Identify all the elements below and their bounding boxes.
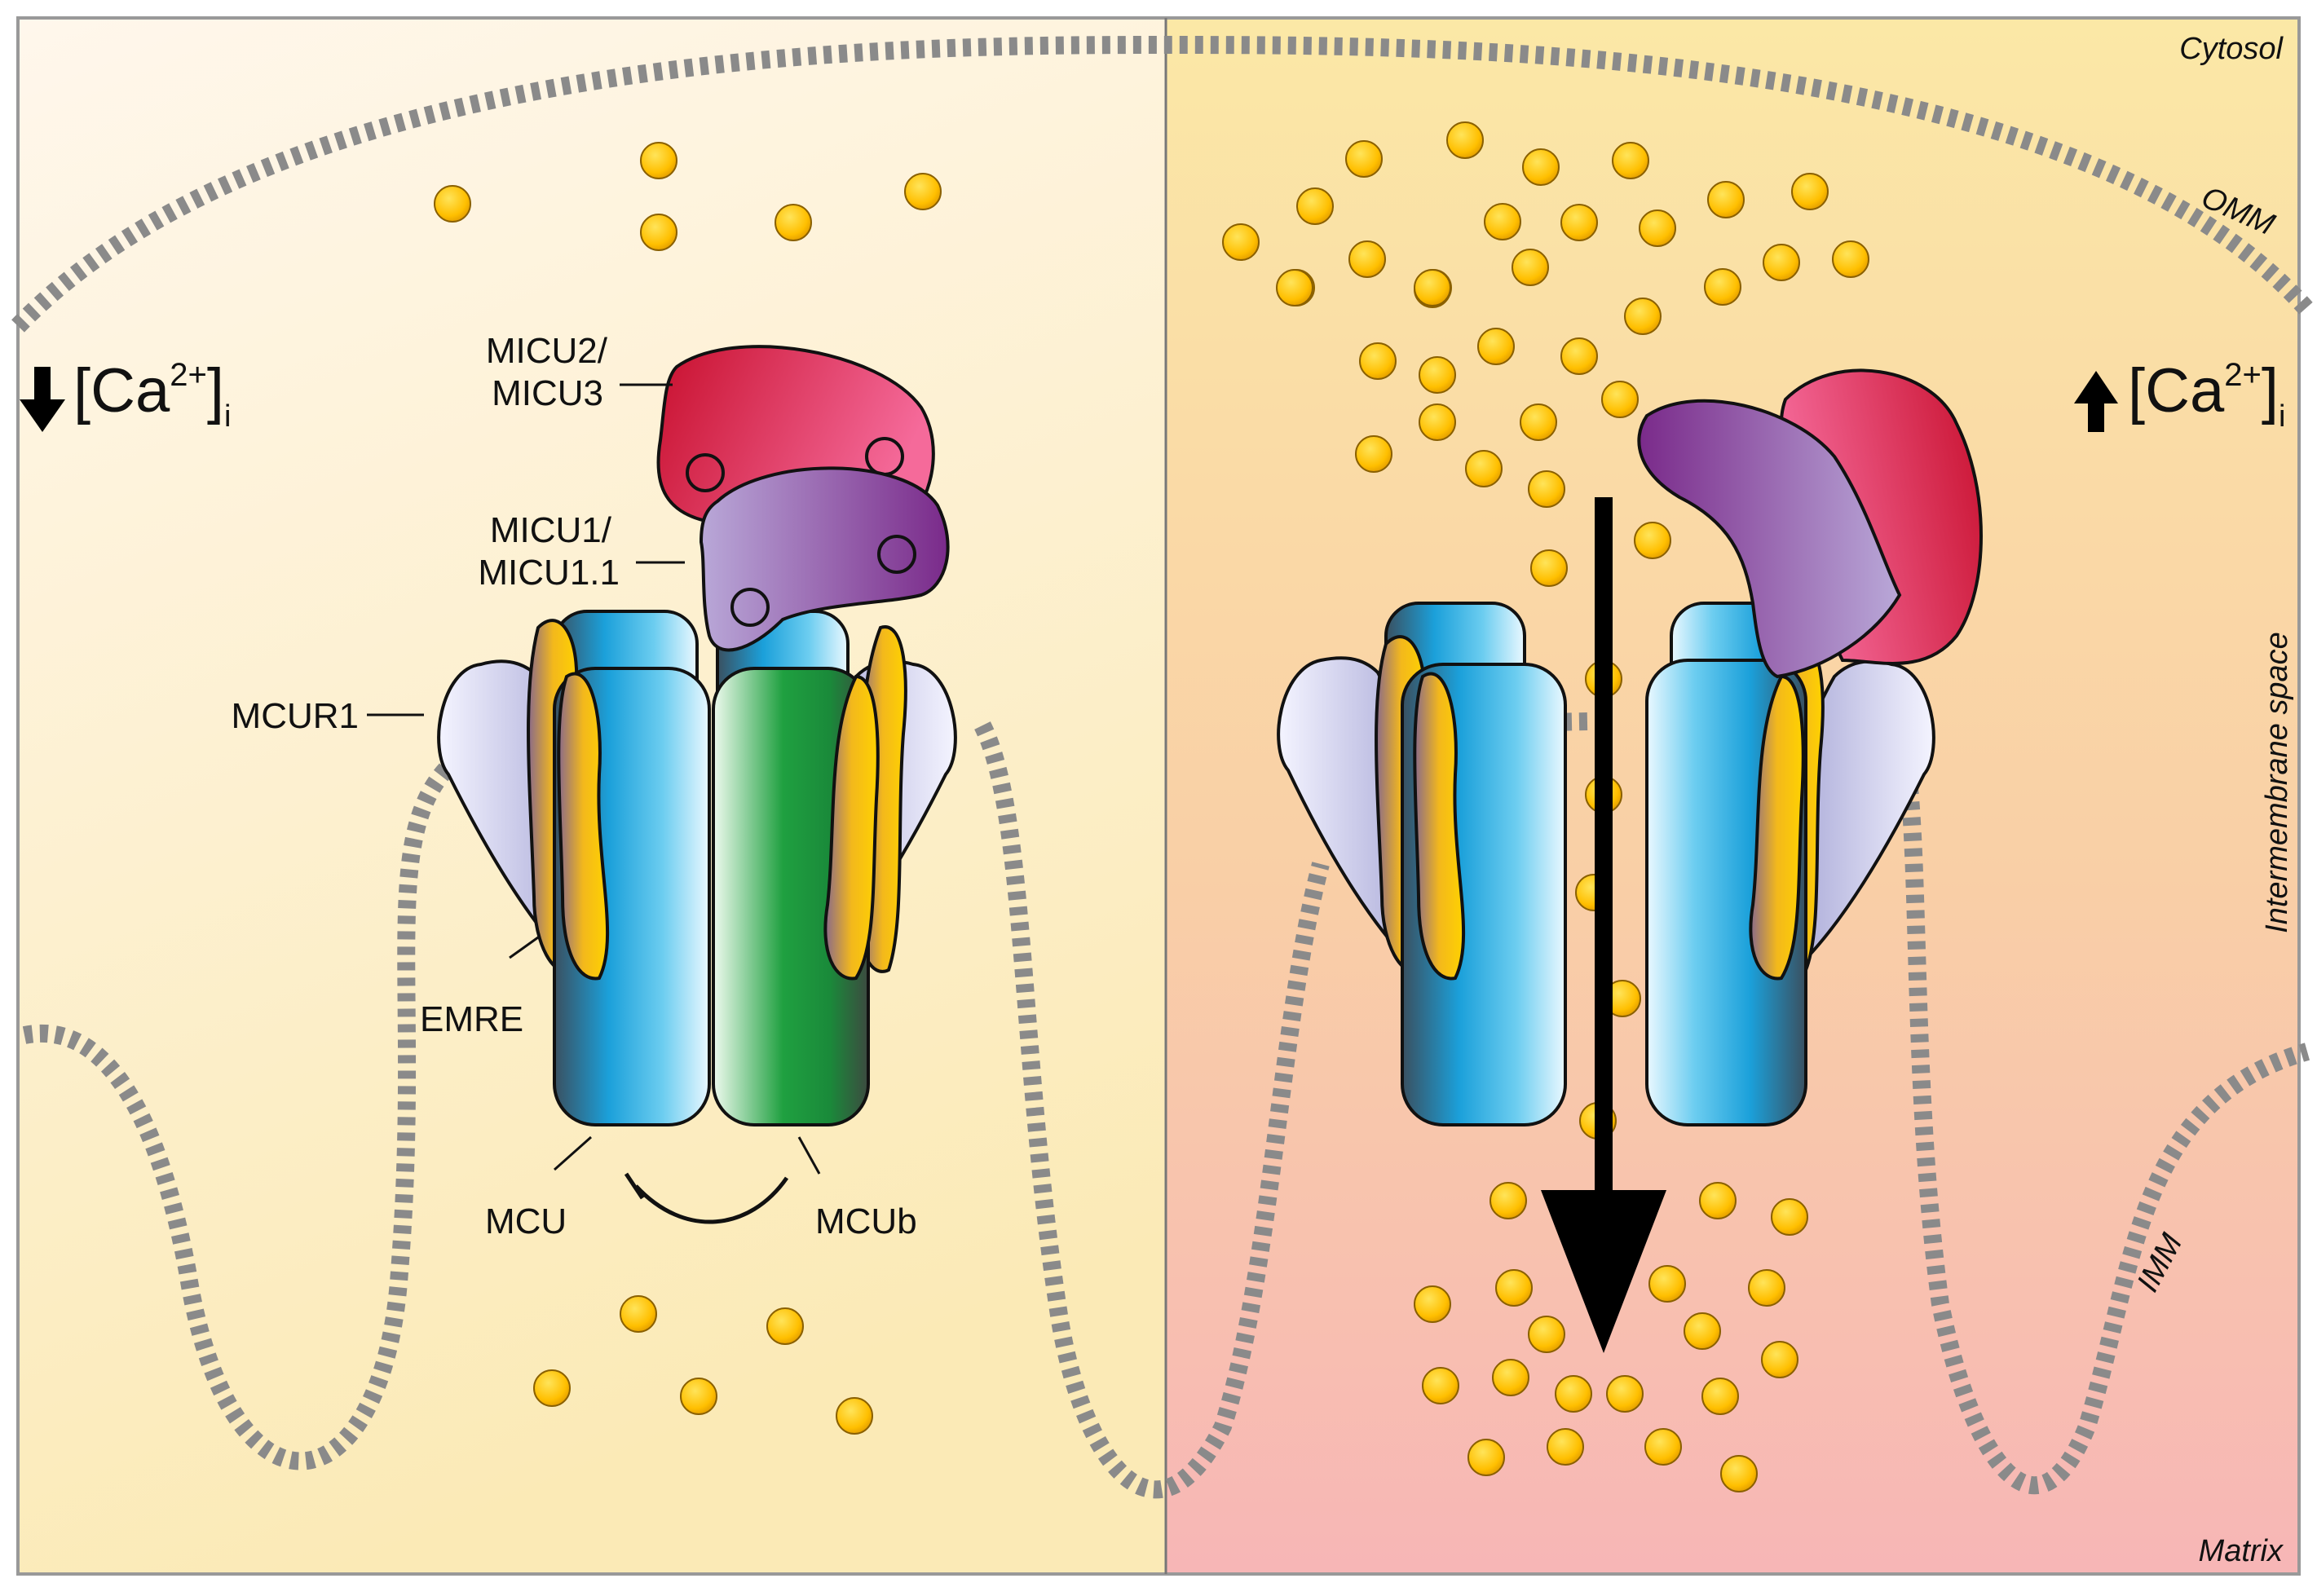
calcium-ion — [1560, 337, 1598, 375]
calcium-ion — [1530, 549, 1568, 587]
calcium-low-label: [Ca2+]i — [73, 356, 231, 434]
emre-right-front — [1749, 674, 1805, 981]
calcium-ion — [1644, 1428, 1682, 1466]
calcium-ion — [1359, 342, 1397, 380]
calcium-high-label: [Ca2+]i — [2128, 356, 2285, 434]
calcium-ion — [1465, 450, 1503, 487]
calcium-ion — [1748, 1269, 1785, 1307]
ca-binding-site — [877, 535, 916, 574]
calcium-ion — [1639, 209, 1676, 247]
calcium-ion — [904, 173, 942, 210]
calcium-ion — [1422, 1367, 1459, 1404]
calcium-ion — [640, 142, 677, 179]
calcium-ion — [1414, 269, 1451, 306]
calcium-ion — [1495, 1269, 1533, 1307]
up-arrow-icon — [2074, 371, 2118, 432]
calcium-ion — [1522, 148, 1560, 186]
micu1-label-line1: MICU1/ — [490, 510, 612, 550]
inhibition-bar — [624, 1172, 645, 1200]
calcium-ion — [1419, 356, 1456, 394]
calcium-ion — [1520, 403, 1557, 441]
emre-left-front — [1413, 672, 1466, 981]
calcium-ion — [1684, 1312, 1721, 1350]
micu1-right — [1637, 399, 1902, 679]
inner-membrane-left — [22, 742, 474, 1470]
ca-binding-site — [730, 588, 770, 627]
outer-mitochondrial-membrane — [11, 35, 2315, 333]
calcium-ion — [680, 1378, 717, 1415]
calcium-ion — [1419, 403, 1456, 441]
calcium-flux-arrow — [1541, 497, 1666, 1353]
calcium-ion — [1222, 223, 1260, 261]
calcium-ion — [1560, 204, 1598, 241]
inner-membrane-right — [1891, 723, 2310, 1495]
calcium-ion — [1761, 1341, 1798, 1378]
calcium-ion — [1771, 1198, 1808, 1236]
calcium-ion — [1355, 435, 1392, 473]
calcium-ion — [1648, 1265, 1686, 1303]
mcu-label: MCU — [485, 1201, 567, 1241]
emre-left-front — [557, 672, 610, 981]
calcium-ion — [1612, 142, 1649, 179]
inhibition-arc — [634, 1176, 789, 1224]
emre-label: EMRE — [420, 999, 523, 1039]
matrix-label: Matrix — [2199, 1534, 2284, 1568]
calcium-ion — [766, 1307, 804, 1345]
calcium-ion — [1490, 1182, 1527, 1219]
leader-lines — [367, 383, 821, 1175]
micu2-label-line2: MICU3 — [492, 373, 603, 413]
calcium-ion — [533, 1369, 571, 1407]
calcium-ion — [1601, 381, 1639, 418]
calcium-ion — [1791, 173, 1829, 210]
calcium-ion — [434, 185, 471, 223]
down-arrow-icon — [20, 367, 65, 432]
calcium-ion — [620, 1295, 657, 1333]
calcium-ion — [1467, 1439, 1505, 1476]
micu2-label-line1: MICU2/ — [486, 331, 608, 371]
calcium-ion — [836, 1397, 873, 1435]
mcur1-label: MCUR1 — [232, 696, 359, 736]
calcium-ion — [1484, 203, 1521, 240]
emre-right-front — [823, 674, 880, 981]
calcium-ion — [1446, 121, 1484, 159]
calcium-ion — [1624, 298, 1662, 335]
calcium-ion — [1276, 269, 1313, 306]
calcium-ions — [434, 121, 1921, 1492]
calcium-ion — [1512, 249, 1549, 286]
figure-frame — [16, 16, 2301, 1576]
mcu-complex-closed — [437, 345, 957, 1224]
calcium-ion — [1492, 1359, 1529, 1396]
calcium-ion — [1414, 1285, 1451, 1323]
calcium-ion — [640, 214, 677, 251]
calcium-ion — [1528, 470, 1565, 508]
calcium-ion — [1763, 244, 1800, 281]
micu1-left — [699, 466, 950, 652]
mcu-complex-open — [1277, 368, 1983, 1126]
calcium-ion — [1296, 187, 1334, 225]
calcium-ion — [1528, 1316, 1565, 1353]
calcium-ion — [1345, 140, 1383, 178]
calcium-ion — [1634, 522, 1671, 559]
calcium-ion — [1477, 328, 1515, 365]
calcium-ion — [1701, 1378, 1739, 1415]
calcium-ion — [1555, 1375, 1592, 1413]
micu1-label-line2: MICU1.1 — [478, 553, 620, 593]
calcium-ion — [775, 204, 812, 241]
calcium-ion — [1606, 1375, 1644, 1413]
intermembrane-space-label: Intermembrane space — [2260, 632, 2294, 933]
calcium-ion — [1832, 240, 1869, 278]
calcium-ion — [1707, 181, 1745, 218]
calcium-ion — [1699, 1182, 1737, 1219]
calcium-ion — [1720, 1455, 1758, 1492]
calcium-ion — [1348, 240, 1386, 278]
calcium-ion — [1547, 1428, 1584, 1466]
ca-binding-site — [686, 453, 725, 492]
calcium-ion — [1704, 268, 1741, 306]
mcub-label: MCUb — [815, 1201, 917, 1241]
cytosol-label: Cytosol — [2179, 32, 2284, 66]
